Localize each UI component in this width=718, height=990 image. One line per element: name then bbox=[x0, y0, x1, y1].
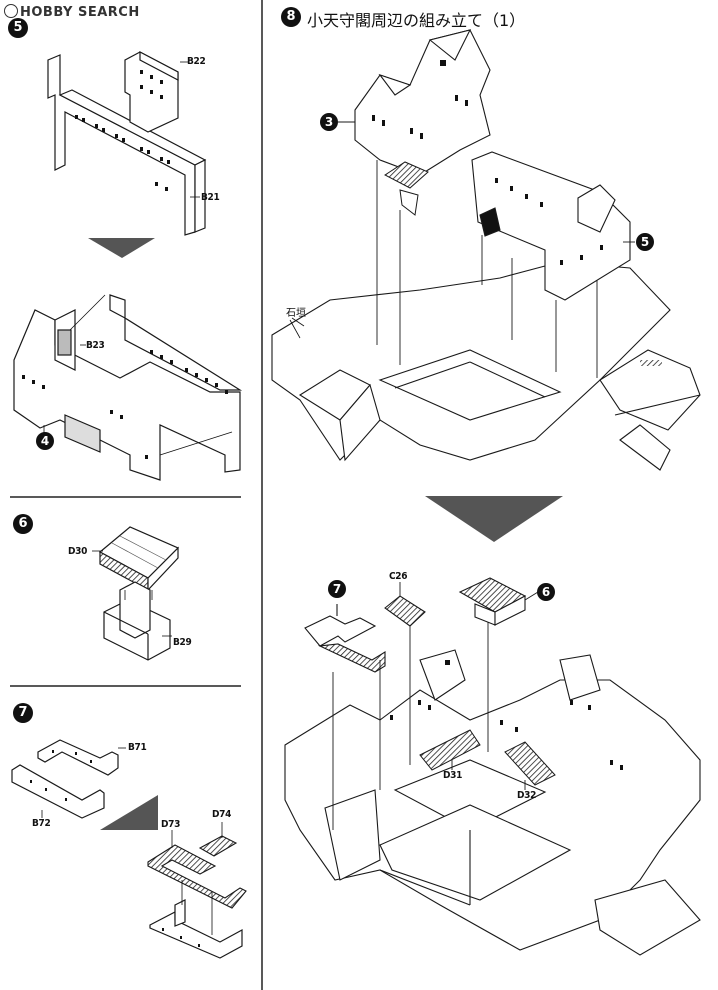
step-arrow-diagonal bbox=[100, 795, 158, 830]
leader-lines-top bbox=[291, 121, 635, 378]
step-5-badge: 5 bbox=[8, 18, 28, 38]
component-C26-bottom bbox=[384, 595, 426, 627]
ref-5-badge: 5 bbox=[636, 233, 654, 251]
windows-bottom bbox=[390, 660, 623, 770]
castle-keep-3 bbox=[354, 29, 491, 176]
castle-assembled-bottom bbox=[284, 649, 701, 956]
part-label-D30: D30 bbox=[68, 546, 88, 557]
part-B29-base bbox=[103, 581, 171, 661]
roof-component-top bbox=[384, 161, 429, 189]
component-7-bottom bbox=[304, 604, 386, 673]
part-B21-wall bbox=[47, 54, 207, 236]
step-8-badge: 8 bbox=[281, 7, 301, 27]
part-label-D31: D31 bbox=[443, 770, 463, 781]
ref-7-badge: 7 bbox=[328, 580, 346, 598]
hatched-strips-top bbox=[640, 360, 662, 366]
leader-lines-bottom bbox=[332, 582, 539, 830]
part-D74-roof bbox=[198, 835, 238, 857]
part-walls-assembled-7 bbox=[149, 899, 243, 959]
part-label-B72: B72 bbox=[32, 818, 51, 829]
step-8-title: 小天守閣周辺の組み立て（1） bbox=[307, 11, 526, 30]
part-label-D73: D73 bbox=[161, 819, 181, 830]
part-D73-roof bbox=[147, 844, 247, 909]
step-arrow-down-1 bbox=[88, 238, 155, 258]
part-label-D74: D74 bbox=[212, 809, 232, 820]
part-label-B22: B22 bbox=[187, 56, 206, 67]
part-label-D32: D32 bbox=[517, 790, 537, 801]
roof-D32-installed bbox=[504, 741, 556, 786]
part-B72 bbox=[11, 764, 105, 819]
part-label-C26: C26 bbox=[389, 571, 408, 582]
part-label-B23: B23 bbox=[86, 340, 105, 351]
step-7-badge: 7 bbox=[13, 703, 33, 723]
ref-6-badge: 6 bbox=[537, 583, 555, 601]
roof-D31-installed bbox=[419, 729, 481, 771]
ishigaki-label: 石垣 bbox=[286, 308, 306, 319]
step-arrow-down-2 bbox=[425, 496, 563, 542]
part-label-B71: B71 bbox=[128, 742, 147, 753]
ref-3-badge: 3 bbox=[320, 113, 338, 131]
component-6-bottom bbox=[458, 577, 527, 626]
castle-wing-5 bbox=[471, 151, 631, 301]
stone-wall-base-top bbox=[271, 261, 701, 471]
part-B71 bbox=[37, 739, 119, 776]
part-B22-panel bbox=[124, 51, 179, 133]
watermark: HOBBY SEARCH bbox=[20, 5, 140, 20]
hobby-search-logo-icon bbox=[4, 4, 18, 18]
part-label-B21: B21 bbox=[201, 192, 220, 203]
part-label-B29: B29 bbox=[173, 637, 192, 648]
ref-4-badge: 4 bbox=[36, 432, 54, 450]
part-assembled-wall-4 bbox=[13, 294, 243, 481]
step-6-badge: 6 bbox=[13, 514, 33, 534]
part-D30-roof bbox=[98, 526, 180, 592]
